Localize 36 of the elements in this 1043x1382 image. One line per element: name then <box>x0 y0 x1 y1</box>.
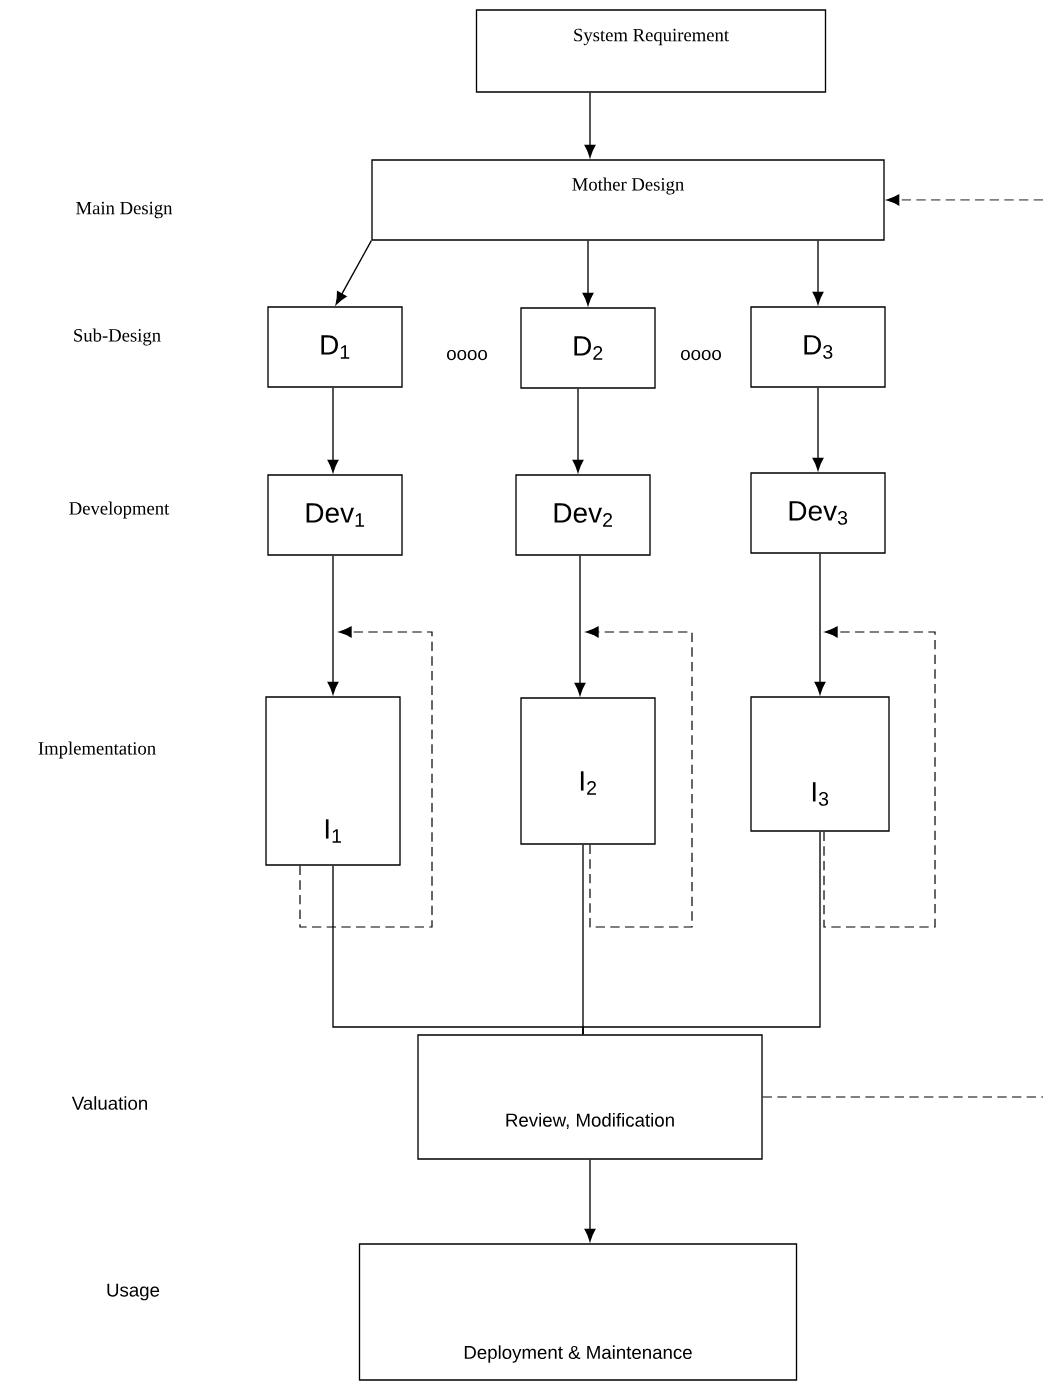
row-label: Usage <box>107 1283 160 1301</box>
arrow <box>327 387 339 473</box>
ellipsis-label: oooo <box>447 349 487 361</box>
arrow <box>812 387 824 471</box>
process-box: Dev$_{2}$ <box>515 474 651 556</box>
row-label: Valuation <box>71 1096 147 1110</box>
row-label: Sub-Design <box>74 328 161 346</box>
process-box: I$_{1}$ <box>265 696 401 866</box>
row-label: Implementation <box>38 741 156 759</box>
arrow <box>299 626 433 928</box>
arrow <box>585 626 693 928</box>
arrow <box>335 240 372 305</box>
process-box: I$_{3}$ <box>750 696 890 832</box>
arrow <box>584 1159 596 1242</box>
process-box: Dev$_{3}$ <box>750 472 886 554</box>
arrow <box>812 240 824 305</box>
arrow <box>886 194 1043 206</box>
arrow <box>327 555 339 695</box>
process-box: Dev$_{1}$ <box>267 474 403 556</box>
process-box: Review, Modification <box>417 1034 763 1160</box>
process-box: I$_{2}$ <box>520 697 656 845</box>
arrow <box>574 555 586 696</box>
ellipsis-label: oooo <box>681 349 721 361</box>
process-box: System Requirement <box>475 9 827 93</box>
process-box: D$_{3}$ <box>750 306 886 388</box>
row-label: Main Design <box>76 201 173 219</box>
arrow <box>823 626 936 928</box>
arrow <box>582 240 594 306</box>
process-box: D$_{2}$ <box>520 307 656 389</box>
process-box: D$_{1}$ <box>267 306 403 388</box>
row-label: Development <box>69 501 170 519</box>
arrow <box>814 553 826 695</box>
arrow <box>584 92 596 158</box>
process-box: Deployment & Maintenance <box>358 1243 798 1381</box>
arrow <box>572 388 584 473</box>
process-box: Mother Design <box>371 159 885 241</box>
